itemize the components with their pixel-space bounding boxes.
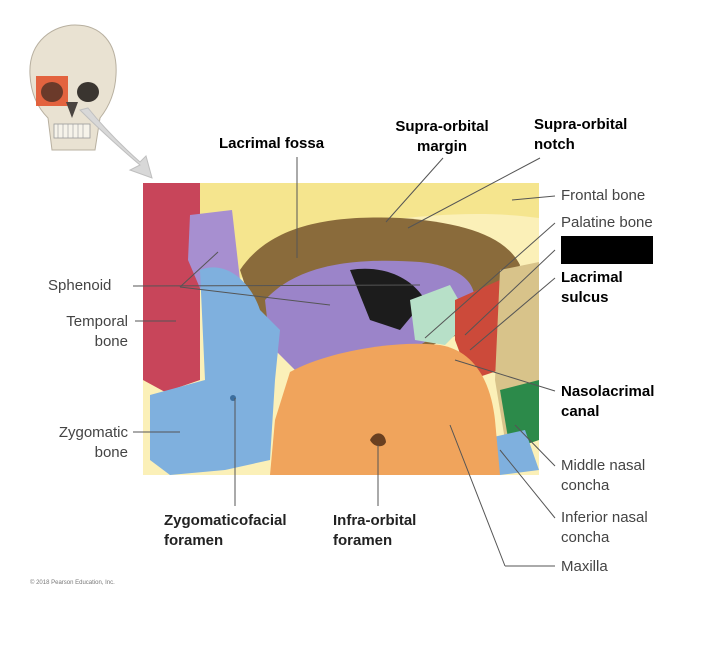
label-zygomatic-bone: Zygomatic bone	[30, 423, 128, 463]
label-middle-nasal-concha: Middle nasal concha	[561, 456, 645, 496]
label-inferior-nasal-concha-line1: Inferior nasal	[561, 509, 648, 526]
label-temporal-bone: Temporal bone	[30, 312, 128, 352]
label-nasolacrimal-canal-line1: Nasolacrimal	[561, 383, 655, 400]
label-zygomaticofacial-foramen-line2: foramen	[164, 532, 224, 549]
label-supraorbital-margin-line2: margin	[416, 138, 467, 155]
label-palatine-bone: Palatine bone	[561, 214, 653, 231]
temporal-bone-region	[143, 183, 200, 392]
superior-orbital-fissure	[350, 268, 425, 330]
label-frontal-bone: Frontal bone	[561, 187, 646, 204]
label-lacrimal-sulcus: Lacrimal sulcus	[561, 268, 623, 308]
label-nasolacrimal-canal-line2: canal	[561, 403, 600, 420]
zygomatic-bone-region	[150, 267, 280, 475]
label-inferior-nasal-concha: Inferior nasal concha	[561, 508, 648, 548]
label-zygomatic-bone-line1: Zygomatic	[58, 424, 128, 441]
label-supraorbital-notch-line1: Supra-orbital	[534, 116, 628, 133]
copyright-notice: © 2018 Pearson Education, Inc.	[30, 580, 115, 586]
label-zygomaticofacial-foramen-line1: Zygomaticofacial	[164, 512, 287, 529]
label-zygomaticofacial-foramen: Zygomaticofacial foramen	[164, 511, 287, 551]
label-lacrimal-fossa: Lacrimal fossa	[219, 135, 325, 152]
label-supraorbital-notch-line2: notch	[534, 136, 575, 153]
label-temporal-bone-line1: Temporal	[66, 313, 128, 330]
label-zygomatic-bone-line2: bone	[94, 444, 128, 461]
ethmoid-region	[500, 380, 539, 450]
pointer-arrow-icon	[79, 107, 153, 179]
leader-lines	[132, 157, 556, 567]
label-infraorbital-foramen: Infra-orbital foramen	[333, 511, 416, 551]
label-lacrimal-sulcus-line2: sulcus	[561, 289, 609, 306]
label-supraorbital-margin: Supra-orbital margin	[377, 117, 507, 157]
label-lacrimal-sulcus-line1: Lacrimal	[561, 269, 623, 286]
label-middle-nasal-concha-line2: concha	[561, 477, 610, 494]
label-supraorbital-margin-line1: Supra-orbital	[395, 118, 489, 135]
label-sphenoid: Sphenoid	[48, 277, 112, 294]
label-infraorbital-foramen-line2: foramen	[333, 532, 393, 549]
maxilla-region	[270, 343, 500, 475]
orbit-bones	[143, 183, 539, 475]
label-inferior-nasal-concha-line2: concha	[561, 529, 610, 546]
label-middle-nasal-concha-line1: Middle nasal	[561, 457, 646, 474]
label-supraorbital-notch: Supra-orbital notch	[534, 115, 627, 155]
redacted-label-box	[561, 236, 653, 264]
label-nasolacrimal-canal: Nasolacrimal canal	[561, 382, 654, 422]
label-infraorbital-foramen-line1: Infra-orbital	[333, 512, 417, 529]
label-maxilla: Maxilla	[561, 558, 608, 575]
label-temporal-bone-line2: bone	[94, 333, 128, 350]
